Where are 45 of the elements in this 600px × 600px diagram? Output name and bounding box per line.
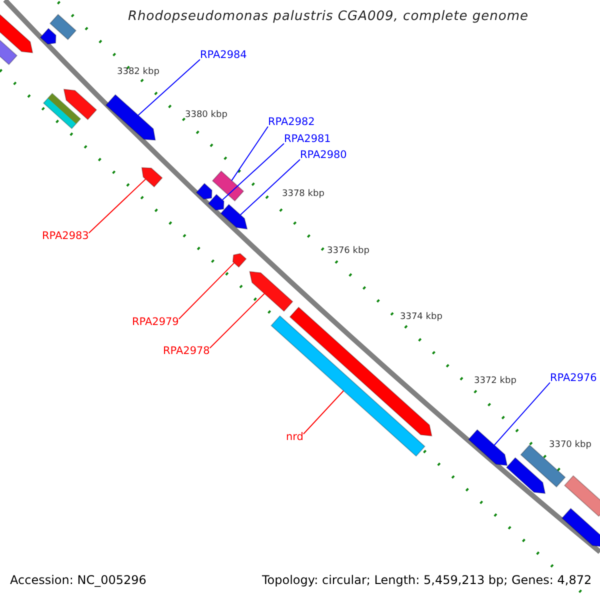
position-label: 3374 kbp xyxy=(400,313,442,323)
gene-block xyxy=(0,14,34,54)
position-label: 3378 kbp xyxy=(282,190,324,200)
gene-label: RPA2983 xyxy=(42,231,89,243)
genome-info: Topology: circular; Length: 5,459,213 bp; Genes: 4,872 xyxy=(262,574,592,588)
gene-label: RPA2982 xyxy=(268,117,315,129)
position-label: 3380 kbp xyxy=(185,111,228,121)
gene-label: RPA2980 xyxy=(300,150,347,162)
gene-label: RPA2979 xyxy=(132,317,179,329)
leader-line xyxy=(209,293,265,348)
leader-line xyxy=(494,382,550,446)
genome-title: Rhodopseudomonas palustris CGA009, complete genome xyxy=(128,10,529,24)
leader-line xyxy=(222,143,284,200)
gene-block xyxy=(40,28,56,45)
gene-block xyxy=(506,457,546,494)
position-label: 3382 kbp xyxy=(117,68,160,78)
leader-line xyxy=(178,262,235,320)
gene-block xyxy=(220,204,248,230)
position-label: 3376 kbp xyxy=(327,247,370,257)
genome-info: Accession: NC_005296 xyxy=(10,574,146,588)
gene-block xyxy=(212,170,244,202)
leader-line xyxy=(88,178,146,234)
gene-label: RPA2978 xyxy=(163,346,210,358)
gene-block xyxy=(49,14,77,40)
gene-block xyxy=(63,88,98,120)
gene-label: nrd xyxy=(286,432,304,444)
gene-block xyxy=(249,271,294,312)
leader-line xyxy=(302,390,344,434)
gene-block xyxy=(105,94,156,141)
gene-label: RPA2984 xyxy=(200,50,247,62)
leader-line xyxy=(138,59,200,116)
gene-block xyxy=(0,38,18,66)
leader-line xyxy=(240,159,300,216)
gene-block xyxy=(208,194,224,211)
gene-block xyxy=(564,475,600,517)
gene-label: RPA2976 xyxy=(550,373,597,385)
gene-block xyxy=(232,253,247,268)
gene-block xyxy=(141,167,163,188)
gene-block xyxy=(561,508,600,548)
position-label: 3372 kbp xyxy=(474,377,516,387)
gene-label: RPA2981 xyxy=(284,134,331,146)
gene-block xyxy=(42,92,82,130)
leader-line xyxy=(231,126,268,182)
gene-block xyxy=(468,429,508,466)
position-label: 3370 kbp xyxy=(549,441,592,451)
